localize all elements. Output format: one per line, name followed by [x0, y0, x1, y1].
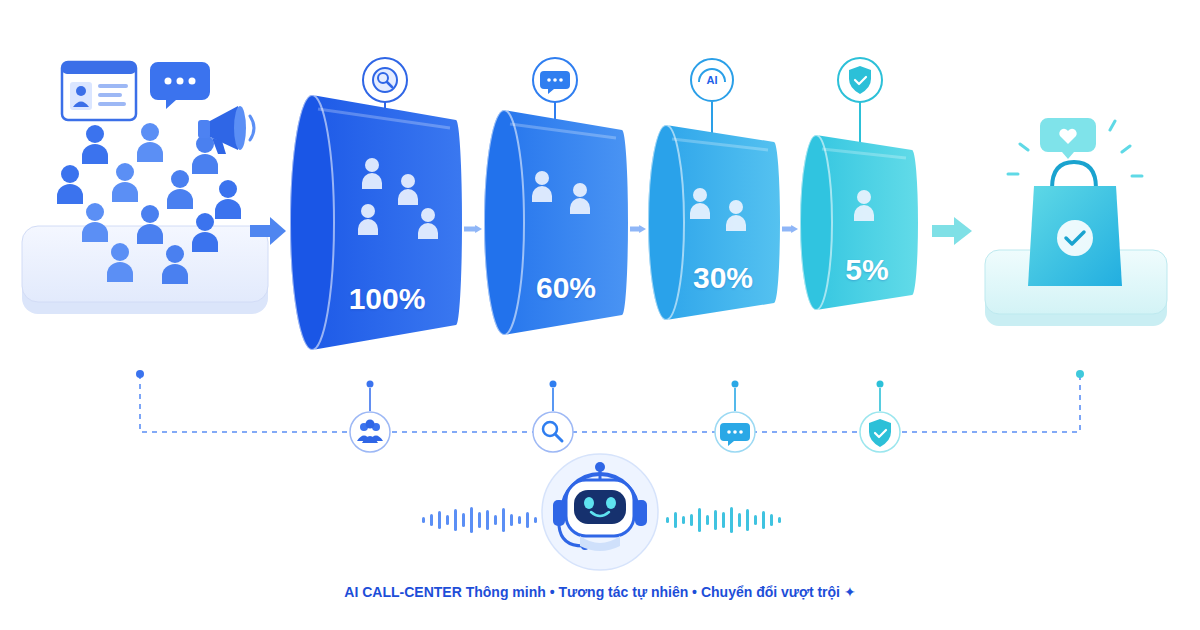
person-figure [167, 170, 193, 209]
wave-bar [674, 512, 677, 528]
person-figure [690, 188, 710, 219]
crowd [57, 123, 241, 284]
person-figure [57, 165, 83, 204]
wave-bar [690, 514, 693, 526]
percent-value: 60% [536, 273, 596, 303]
person-figure [162, 245, 188, 284]
person-figure [358, 204, 378, 235]
wave-bar [770, 514, 773, 526]
funnel-body [290, 95, 462, 350]
person-figure [726, 200, 746, 231]
funnel-stage: 100% [290, 95, 462, 350]
browser-window [62, 62, 136, 120]
wave-bar [730, 507, 733, 533]
wave-bar [682, 516, 685, 524]
wave-bar [778, 517, 781, 523]
person-figure [82, 203, 108, 242]
ai-label: AI [707, 75, 718, 86]
wave-bar [486, 510, 489, 530]
wave-bar [454, 509, 457, 531]
wave-bar [446, 515, 449, 525]
wave-bar [510, 514, 513, 526]
funnel-shine [672, 139, 768, 150]
person-figure [82, 125, 108, 164]
person-figure [570, 183, 590, 214]
person-figure [854, 190, 874, 221]
person-figure [215, 180, 241, 219]
wave-bar [422, 517, 425, 523]
person-figure [362, 158, 382, 189]
wave-bar [526, 512, 529, 528]
timeline [136, 370, 1084, 452]
wave-bar [494, 515, 497, 525]
funnel-body [800, 135, 918, 310]
percent-value: 5% [845, 255, 888, 285]
person-figure [137, 205, 163, 244]
connector-line [464, 227, 476, 232]
wave-bar [746, 509, 749, 531]
person-figure [192, 213, 218, 252]
wave-bar [462, 513, 465, 527]
person-figure [398, 174, 418, 205]
funnel-shine [510, 124, 616, 138]
funnel-stage: 30% [648, 125, 780, 320]
percent-value: 30% [693, 263, 753, 293]
connector-line [782, 227, 792, 232]
wave-bar [534, 517, 537, 523]
wave-bar [714, 510, 717, 530]
flow-connector [464, 225, 482, 233]
shopping-bag [1008, 118, 1142, 286]
connector-line [711, 102, 713, 133]
wave-bar [430, 514, 433, 526]
wave-bar [478, 512, 481, 528]
wave-bar [470, 507, 473, 533]
funnel-body [648, 125, 780, 320]
arrow-head [475, 225, 482, 233]
wave-bar [698, 508, 701, 532]
wave-bar [762, 511, 765, 529]
wave-bar [706, 515, 709, 525]
percent-value: 100% [349, 284, 426, 314]
wave-bar [722, 512, 725, 528]
funnel-stage: 60% [484, 110, 628, 335]
wave-bar [438, 511, 441, 529]
funnel-opening [648, 125, 684, 320]
arrow-head [791, 225, 798, 233]
person-figure [418, 208, 438, 239]
robot [542, 454, 658, 570]
funnel-body [484, 110, 628, 335]
wave-bar [518, 516, 521, 524]
flow-connector [782, 225, 798, 233]
person-figure [532, 171, 552, 202]
person-figure [137, 123, 163, 162]
funnel-stage: 5% [800, 135, 918, 310]
funnel-shine [318, 109, 450, 128]
connector-line [630, 227, 640, 232]
funnel-opening [484, 110, 524, 335]
ai-badge: AI [690, 58, 734, 102]
person-figure [112, 163, 138, 202]
flow-connector [630, 225, 646, 233]
megaphone [198, 106, 254, 154]
wave-bar [754, 515, 757, 525]
arrow-head [639, 225, 646, 233]
person-figure [107, 243, 133, 282]
wave-bar [738, 513, 741, 527]
wave-bar [502, 508, 505, 532]
funnel-opening [290, 95, 334, 350]
funnel-opening [800, 135, 832, 310]
leader-line [712, 102, 713, 133]
chat-bubble [150, 62, 210, 109]
wave-bar [666, 517, 669, 523]
caption: AI CALL-CENTER Thông minh • Tương tác tự… [0, 584, 1200, 600]
funnel-shine [822, 149, 906, 158]
